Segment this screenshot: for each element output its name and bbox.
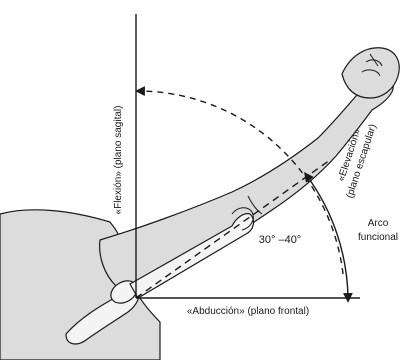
- abduction-label: «Abducción» (plano frontal): [187, 306, 309, 317]
- arc-functional-label: funcional: [358, 232, 398, 243]
- arc-label: Arco: [368, 218, 389, 229]
- angle-arc: [307, 176, 348, 298]
- angle-label: 30° –40°: [259, 234, 301, 246]
- flexion-label: «Flexión» (plano sagital): [113, 106, 124, 215]
